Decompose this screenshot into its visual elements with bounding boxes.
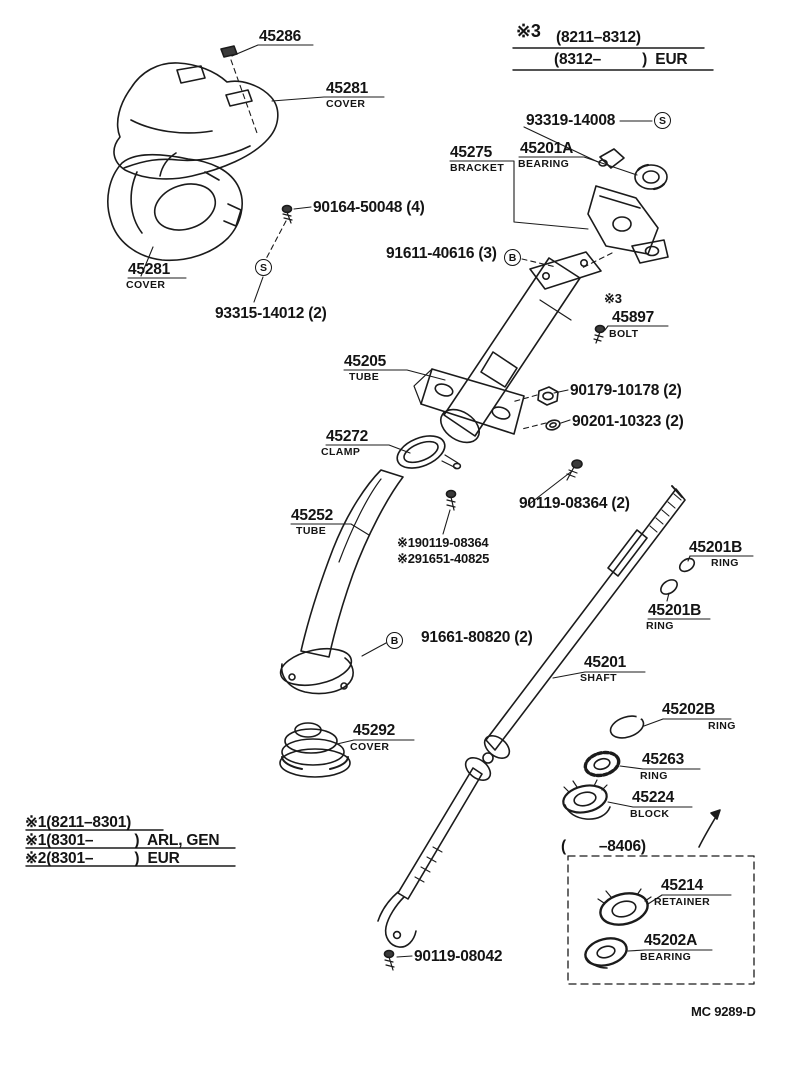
part-label-45201B-upper: 45201B bbox=[689, 539, 743, 556]
inset-box bbox=[567, 855, 755, 985]
part-label-91611-40616: 91611-40616 (3) bbox=[386, 245, 497, 262]
part-label-45202A: 45202A bbox=[644, 932, 698, 949]
part-name-cover-upper: COVER bbox=[326, 98, 366, 110]
part-label-45272: 45272 bbox=[326, 428, 369, 445]
legend-text: (8301– ) EUR bbox=[46, 850, 180, 867]
part-label-45252: 45252 bbox=[291, 507, 334, 524]
screw-symbol-icon: S bbox=[255, 259, 272, 276]
part-label-45205: 45205 bbox=[344, 353, 387, 370]
rings-45201B-drawing bbox=[660, 557, 696, 595]
part-label-91661-80820: 91661-80820 (2) bbox=[421, 629, 533, 646]
part-label-90119-08364: 90119-08364 (2) bbox=[519, 495, 630, 512]
bracket-bearing-assembly-drawing bbox=[587, 148, 669, 264]
part-label-45292: 45292 bbox=[353, 722, 396, 739]
bolt-symbol-icon: B bbox=[386, 632, 403, 649]
leader-lines bbox=[127, 44, 754, 958]
shaft-45201-drawing bbox=[377, 485, 686, 948]
part-name-bracket: BRACKET bbox=[450, 162, 505, 174]
part-label-45214: 45214 bbox=[661, 877, 704, 894]
dashed-lines bbox=[230, 59, 613, 430]
legend-row-3: ※2(8301– ) EUR bbox=[25, 850, 180, 867]
screw-star-variant-drawing bbox=[445, 489, 457, 511]
lower-tube-45252-drawing bbox=[279, 469, 404, 695]
part-name-shaft: SHAFT bbox=[580, 672, 617, 684]
part-name-ring-45263: RING bbox=[640, 770, 668, 782]
part-label-45275: 45275 bbox=[450, 144, 493, 161]
part-label-90179-10178: 90179-10178 (2) bbox=[570, 382, 682, 399]
part-name-block: BLOCK bbox=[630, 808, 670, 820]
block-45224-drawing bbox=[562, 779, 611, 820]
washer-90201-drawing bbox=[545, 419, 561, 431]
part-label-45201: 45201 bbox=[584, 654, 627, 671]
inset-arrow bbox=[698, 809, 721, 848]
nut-90179-drawing bbox=[537, 386, 559, 406]
part-label-45224: 45224 bbox=[632, 789, 675, 806]
part-star-45897: ※3 bbox=[604, 291, 622, 306]
star-mark: ※1 bbox=[25, 814, 47, 831]
legend-text: (8211–8301) bbox=[46, 814, 132, 831]
part-label-star2-91651-40825: ※291651-40825 bbox=[397, 551, 490, 566]
part-label-45263: 45263 bbox=[642, 751, 685, 768]
bolt-45897-drawing bbox=[593, 324, 606, 344]
part-name-ring-upper: RING bbox=[711, 557, 739, 569]
part-label-45201A: 45201A bbox=[520, 140, 574, 157]
upper-cover-drawing bbox=[113, 62, 279, 180]
part-name-tube-main: TUBE bbox=[349, 371, 380, 383]
part-label-45201B-lower: 45201B bbox=[648, 602, 702, 619]
screw-90119-08042-drawing bbox=[383, 949, 395, 971]
part-label-90119-08042: 90119-08042 bbox=[414, 948, 503, 965]
bearing-45202A-drawing bbox=[584, 937, 628, 969]
note-line-1: (8211–8312) bbox=[556, 29, 641, 46]
screw-90164-drawing bbox=[281, 204, 293, 224]
inset-range-label: ( –8406) bbox=[561, 838, 646, 855]
screw-90119-08364-drawing bbox=[566, 459, 583, 481]
part-label-45202B: 45202B bbox=[662, 701, 716, 718]
part-name-bolt: BOLT bbox=[609, 328, 639, 340]
part-label-93319-14008: 93319-14008 bbox=[526, 112, 616, 129]
legend-row-1: ※1(8211–8301) bbox=[25, 814, 131, 831]
clamp-45272-drawing bbox=[396, 435, 462, 470]
part-label-90201-10323: 90201-10323 (2) bbox=[572, 413, 684, 430]
part-name-ring-45202B: RING bbox=[708, 720, 736, 732]
main-tube-45205-drawing bbox=[413, 257, 581, 444]
part-number: 91651-40825 bbox=[414, 551, 490, 566]
part-name-tube-lower: TUBE bbox=[296, 525, 327, 537]
part-name-clamp: CLAMP bbox=[321, 446, 361, 458]
part-label-93315-14012: 93315-14012 (2) bbox=[215, 305, 327, 322]
bolt-symbol-icon: B bbox=[504, 249, 521, 266]
screw-symbol-icon: S bbox=[654, 112, 671, 129]
part-name-retainer: RETAINER bbox=[654, 896, 711, 908]
part-name-bearing: BEARING bbox=[518, 158, 570, 170]
star-mark: ※2 bbox=[25, 850, 47, 867]
note-underlines bbox=[25, 47, 714, 867]
part-name-bearing-45202A: BEARING bbox=[640, 951, 692, 963]
part-label-90164-50048: 90164-50048 (4) bbox=[313, 199, 425, 216]
part-label-45286: 45286 bbox=[259, 28, 302, 45]
part-label-star1-90119-08364: ※190119-08364 bbox=[397, 535, 489, 550]
part-label-45281-upper: 45281 bbox=[326, 80, 369, 97]
part-name-cover-boot: COVER bbox=[350, 741, 390, 753]
part-label-45897: 45897 bbox=[612, 309, 655, 326]
part-name-cover-lower: COVER bbox=[126, 279, 166, 291]
star-mark: ※1 bbox=[397, 535, 415, 550]
ring-45263-drawing bbox=[583, 750, 621, 778]
figure-code: MC 9289-D bbox=[691, 1004, 756, 1019]
legend-row-2: ※1(8301– ) ARL, GEN bbox=[25, 832, 220, 849]
lower-cover-drawing bbox=[107, 153, 243, 262]
note-line-2: (8312– ) EUR bbox=[554, 51, 688, 68]
legend-text: (8301– ) ARL, GEN bbox=[46, 832, 220, 849]
c-ring-45202B-drawing bbox=[609, 708, 652, 739]
column-upper-bracket-drawing bbox=[529, 251, 602, 290]
note-star: ※3 bbox=[516, 21, 541, 41]
bellows-cover-45292-drawing bbox=[279, 722, 351, 778]
part-name-ring-lower: RING bbox=[646, 620, 674, 632]
part-label-45281-lower: 45281 bbox=[128, 261, 171, 278]
part-number: 90119-08364 bbox=[414, 535, 489, 550]
star-mark: ※1 bbox=[25, 832, 47, 849]
retainer-45214-drawing bbox=[597, 888, 652, 926]
star-mark: ※2 bbox=[397, 551, 415, 566]
